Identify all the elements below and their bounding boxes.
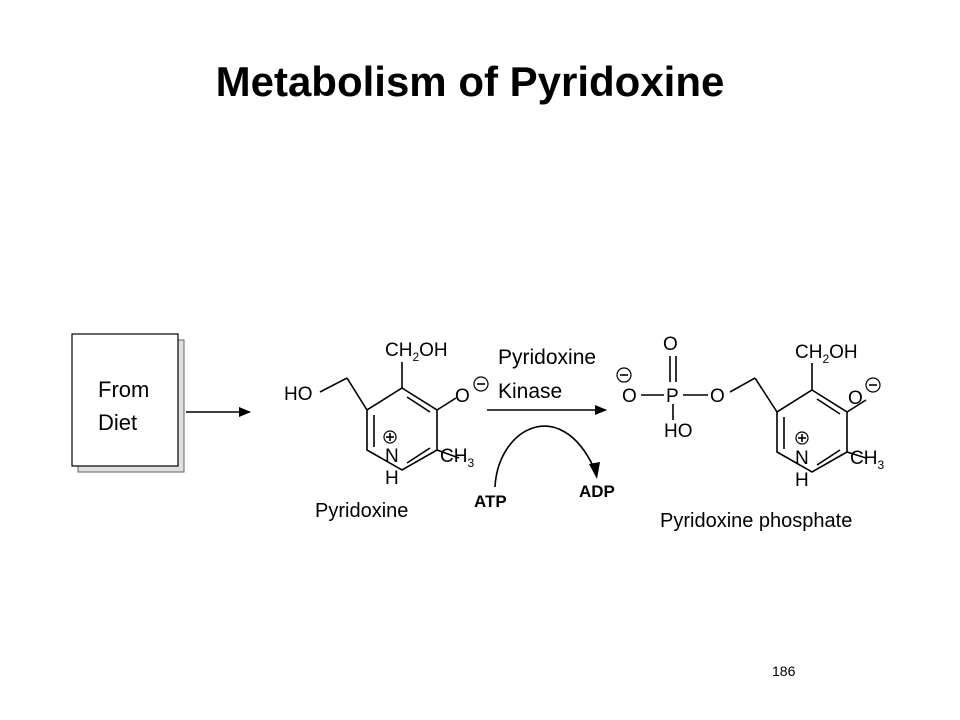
bond-ch3: [436, 449, 460, 459]
from-diet-line1: From: [98, 377, 149, 402]
label-h: H: [385, 468, 399, 489]
label-o: O: [455, 386, 470, 407]
from-diet-box: From Diet: [71, 333, 185, 473]
product-ring-bonds: [776, 389, 848, 473]
pyridoxine-name: Pyridoxine: [315, 500, 408, 522]
product-bond-o: [846, 399, 867, 413]
bond-ch2-2: [319, 377, 348, 393]
label-ch2oh: CH2OH: [385, 340, 448, 364]
from-diet-line2: Diet: [98, 410, 137, 435]
bond-o: [436, 397, 457, 411]
enzyme-line2: Kinase: [498, 380, 562, 403]
minus-charge-icon: [473, 376, 489, 392]
plus-charge-icon: [383, 430, 397, 444]
page-number: 186: [772, 663, 796, 679]
product-label-h: H: [795, 470, 809, 491]
cofactor-atp: ATP: [474, 492, 507, 511]
product-label-n: N: [795, 448, 809, 469]
product-plus-charge-icon: [795, 431, 809, 445]
label-p-o-right: O: [710, 386, 725, 407]
label-ch3: CH3: [440, 446, 474, 470]
label-p: P: [666, 386, 679, 407]
cofactor-arrowhead-icon: [589, 462, 600, 479]
label-p-o-top: O: [663, 334, 678, 355]
phosphate-minus-charge-icon: [616, 367, 632, 383]
cofactor-curve: [494, 425, 595, 488]
bond-ch2-1: [346, 377, 368, 411]
cofactor-adp: ADP: [579, 482, 615, 501]
product-ring-double-bond-3: [816, 449, 841, 466]
enzyme-line1: Pyridoxine: [498, 346, 596, 369]
pyridoxine-phosphate-name: Pyridoxine phosphate: [660, 510, 852, 532]
ring-double-bond-3: [406, 447, 431, 464]
product-label-o: O: [848, 388, 863, 409]
pyridoxine-phosphate-structure: O O P O HO CH2OH O: [616, 334, 884, 491]
pyridoxine-structure: CH2OH HO O N H CH3: [284, 340, 489, 489]
bond-o-ch2-1: [729, 377, 756, 393]
product-bond-ch3: [846, 451, 867, 459]
page-title: Metabolism of Pyridoxine: [215, 58, 725, 105]
product-label-ch2oh: CH2OH: [795, 342, 858, 366]
label-n: N: [385, 446, 399, 467]
product-ring-double-bond-1: [816, 398, 841, 415]
product-label-ch3: CH3: [850, 448, 884, 472]
box-frame: [71, 333, 179, 467]
ring-double-bond-1: [406, 396, 431, 413]
label-ho: HO: [284, 384, 313, 405]
product-minus-charge-icon: [865, 377, 881, 393]
label-p-o-left: O: [622, 386, 637, 407]
label-p-ho: HO: [664, 421, 693, 442]
bond-o-ch2-2: [754, 377, 778, 413]
ring-bonds: [366, 387, 438, 471]
